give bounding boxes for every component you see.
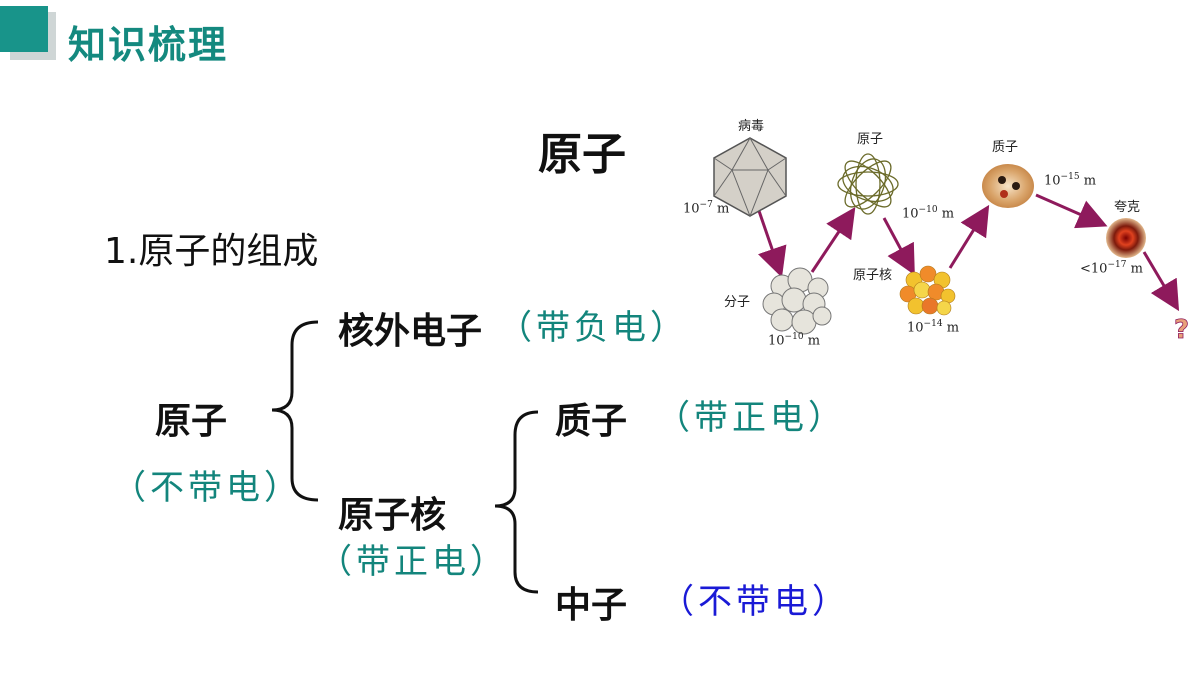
virus-picture xyxy=(713,136,787,218)
unknown-picture: ? xyxy=(1174,315,1189,345)
molecule-size: 10−10 m xyxy=(768,332,821,349)
proton-charge: （带正电） xyxy=(656,398,846,438)
atom-size: 10−10 m xyxy=(902,205,955,222)
proton-name: 质子 xyxy=(992,140,1019,155)
proton-picture xyxy=(982,164,1034,208)
header-title: 知识梳理 xyxy=(68,23,229,67)
slide-title: 原子 xyxy=(538,129,626,180)
neutron-label: 中子 xyxy=(555,585,628,626)
neutron-charge: （不带电） xyxy=(660,582,850,622)
virus-size: 10−7 m xyxy=(683,200,730,217)
molecule-picture xyxy=(762,267,832,335)
nucleus-name: 原子核 xyxy=(853,268,893,283)
electron-label: 核外电子 xyxy=(338,311,483,352)
quark-name: 夸克 xyxy=(1114,200,1141,215)
proton-size: 10−15 m xyxy=(1044,172,1097,189)
nucleus-picture xyxy=(899,265,956,316)
nucleus-charge: （带正电） xyxy=(318,542,508,582)
right-brace xyxy=(494,410,539,594)
proton-label: 质子 xyxy=(555,401,628,442)
left-brace xyxy=(271,320,319,502)
atom-picture xyxy=(837,153,899,215)
scale-diagram: ? xyxy=(713,136,1189,345)
section-heading: 1.原子的组成 xyxy=(104,231,319,272)
atom-charge: （不带电） xyxy=(112,468,302,508)
atom-label: 原子 xyxy=(155,401,228,442)
atom-name: 原子 xyxy=(857,132,884,147)
nucleus-size: 10−14 m xyxy=(907,319,960,336)
virus-name: 病毒 xyxy=(738,119,765,134)
header-decoration-square xyxy=(0,6,48,52)
molecule-name: 分子 xyxy=(724,295,751,310)
nucleus-label: 原子核 xyxy=(338,495,447,536)
quark-size: <10−17 m xyxy=(1080,260,1143,277)
electron-charge: （带负电） xyxy=(498,308,688,348)
quark-picture xyxy=(1106,218,1146,258)
